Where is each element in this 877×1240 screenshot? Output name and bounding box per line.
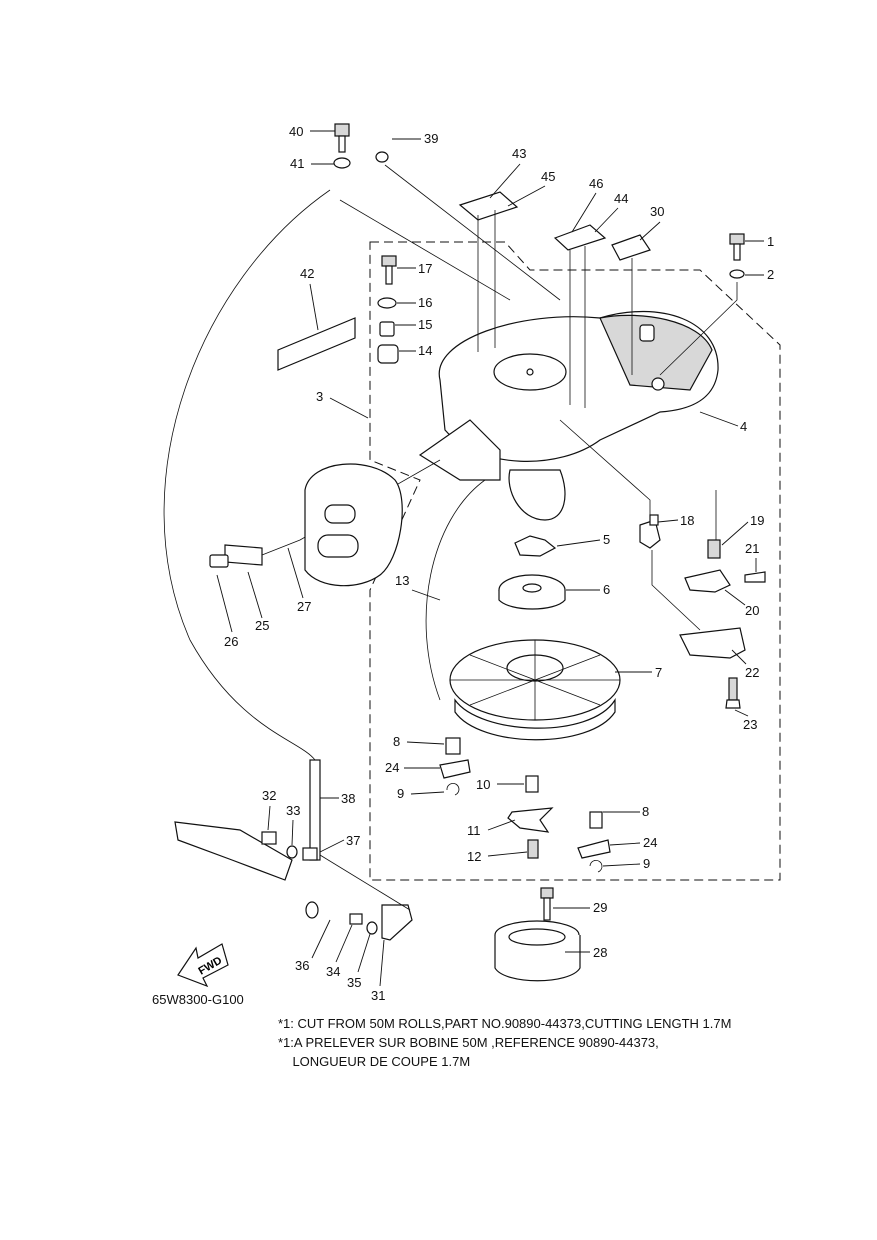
footnotes: *1: CUT FROM 50M ROLLS,PART NO.90890-443… bbox=[278, 1014, 731, 1071]
starter-handle bbox=[209, 459, 441, 587]
callout-8b: 8 bbox=[642, 804, 649, 819]
callout-18: 18 bbox=[680, 513, 694, 528]
footnote-french: *1:A PRELEVER SUR BOBINE 50M ,REFERENCE … bbox=[278, 1035, 659, 1050]
callout-24b: 24 bbox=[643, 835, 657, 850]
callout-41: 41 bbox=[290, 156, 304, 171]
callout-11: 11 bbox=[467, 823, 481, 838]
callout-5: 5 bbox=[603, 532, 610, 547]
callout-13: 13 bbox=[395, 573, 409, 588]
callout-9a: 9 bbox=[397, 786, 404, 801]
callout-7: 7 bbox=[655, 665, 662, 680]
assembly-boundary bbox=[369, 241, 781, 881]
callout-9b: 9 bbox=[643, 856, 650, 871]
spiral-spring bbox=[498, 574, 566, 610]
callout-17: 17 bbox=[418, 261, 432, 276]
callout-10: 10 bbox=[476, 777, 490, 792]
starter-pulley bbox=[494, 887, 581, 982]
drive-plate bbox=[514, 535, 557, 557]
callout-30: 30 bbox=[650, 204, 664, 219]
callouts: 1 2 3 4 5 6 7 8 8 9 9 10 11 12 13 14 15 … bbox=[216, 124, 774, 1003]
drawing-code: 65W8300-G100 bbox=[152, 992, 244, 1007]
callout-2: 2 bbox=[767, 267, 774, 282]
callout-6: 6 bbox=[603, 582, 610, 597]
footnote-english: *1: CUT FROM 50M ROLLS,PART NO.90890-443… bbox=[278, 1016, 732, 1031]
sheave-drum bbox=[449, 639, 621, 741]
callout-45: 45 bbox=[541, 169, 555, 184]
callout-22: 22 bbox=[745, 665, 759, 680]
callout-43: 43 bbox=[512, 146, 526, 161]
cable-line bbox=[163, 189, 331, 761]
callout-32: 32 bbox=[262, 788, 276, 803]
callout-34: 34 bbox=[326, 964, 340, 979]
callout-23: 23 bbox=[743, 717, 757, 732]
callout-20: 20 bbox=[745, 603, 759, 618]
callout-8a: 8 bbox=[393, 734, 400, 749]
callout-25: 25 bbox=[255, 618, 269, 633]
callout-3: 3 bbox=[316, 389, 323, 404]
callout-14: 14 bbox=[418, 343, 432, 358]
part-guide-lines bbox=[559, 419, 717, 631]
callout-26: 26 bbox=[224, 634, 238, 649]
callout-40: 40 bbox=[289, 124, 303, 139]
starter-rope bbox=[425, 479, 486, 701]
callout-29: 29 bbox=[593, 900, 607, 915]
callout-42: 42 bbox=[300, 266, 314, 281]
label-decals bbox=[277, 191, 651, 371]
cable-guide-line bbox=[339, 199, 511, 301]
callout-27: 27 bbox=[297, 599, 311, 614]
footnote-french-cont: LONGUEUR DE COUPE 1.7M bbox=[278, 1054, 471, 1069]
callout-15: 15 bbox=[418, 317, 432, 332]
callout-33: 33 bbox=[286, 803, 300, 818]
callout-39: 39 bbox=[424, 131, 438, 146]
callout-46: 46 bbox=[589, 176, 603, 191]
callout-21: 21 bbox=[745, 541, 759, 556]
callout-36: 36 bbox=[295, 958, 309, 973]
fwd-arrow-icon: FWD bbox=[177, 943, 229, 988]
callout-16: 16 bbox=[418, 295, 432, 310]
callout-44: 44 bbox=[614, 191, 628, 206]
callout-35: 35 bbox=[347, 975, 361, 990]
ratchet-parts bbox=[439, 737, 611, 873]
callout-1: 1 bbox=[767, 234, 774, 249]
callout-38: 38 bbox=[341, 791, 355, 806]
decal-guide-lines bbox=[477, 210, 738, 408]
callout-31: 31 bbox=[371, 988, 385, 1003]
callout-37: 37 bbox=[346, 833, 360, 848]
cam-lever-assembly bbox=[639, 514, 766, 709]
top-fasteners bbox=[333, 123, 745, 279]
callout-12: 12 bbox=[467, 849, 481, 864]
callout-28: 28 bbox=[593, 945, 607, 960]
bolt-collar-set bbox=[377, 255, 399, 364]
start-in-gear-linkage bbox=[174, 759, 413, 941]
callout-24a: 24 bbox=[385, 760, 399, 775]
callout-4: 4 bbox=[740, 419, 747, 434]
starter-case bbox=[418, 310, 719, 521]
cable-guide-line-2 bbox=[384, 164, 561, 301]
callout-19: 19 bbox=[750, 513, 764, 528]
